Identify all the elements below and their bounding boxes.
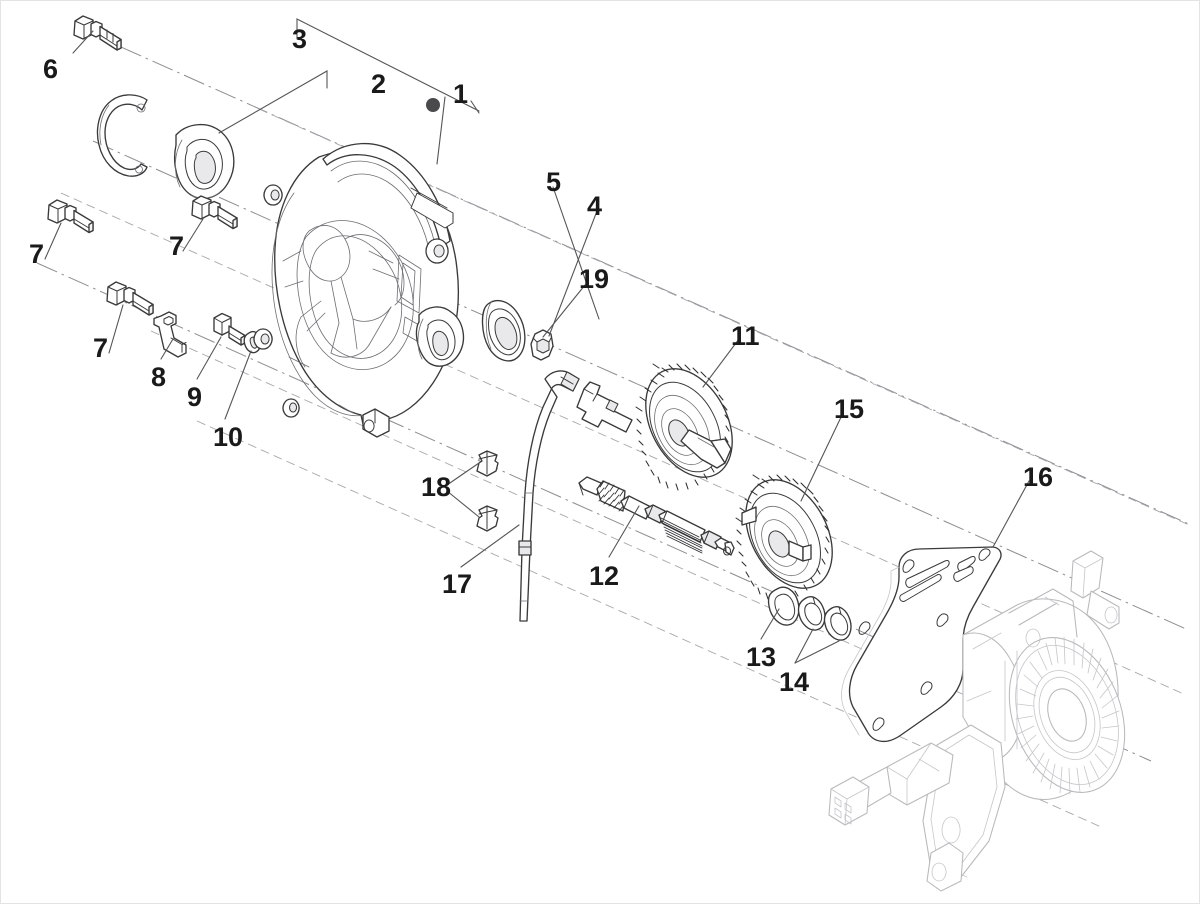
callout-9-screw[interactable]: 9	[187, 382, 203, 412]
part-7-flange-bolt-a	[47, 199, 94, 234]
callout-19-bush[interactable]: 19	[579, 264, 610, 294]
part-2-ball-bearing	[174, 124, 235, 200]
part-11-intermediate-shaft	[576, 363, 733, 491]
callout-11-intermediate-shaft-gear[interactable]: 11	[731, 321, 760, 351]
callout-16-gasket[interactable]: 16	[1023, 462, 1054, 492]
callout-15-output-gear[interactable]: 15	[834, 394, 865, 424]
part-9-screw	[213, 312, 246, 346]
callout-10-washer[interactable]: 10	[213, 422, 244, 452]
part-15-output-gear	[735, 474, 833, 602]
part-16-gasket	[841, 546, 1002, 742]
callout-1-transmission-cover[interactable]: 1	[453, 79, 469, 109]
part-17-breather-tube	[518, 370, 580, 622]
callout-7-flange-bolt-b[interactable]: 7	[169, 231, 185, 261]
leader-lines	[44, 18, 1030, 664]
part-7-flange-bolt-b	[191, 195, 238, 230]
part-6-flange-bolt	[73, 15, 122, 51]
part-13-washer	[767, 586, 800, 626]
callout-14-circlip[interactable]: 14	[779, 667, 810, 697]
part-14-circlip-b	[823, 606, 852, 641]
callout-5-ball-bearing[interactable]: 5	[546, 167, 562, 197]
part-8-retaining-plate	[153, 311, 187, 358]
callout-13-washer[interactable]: 13	[746, 642, 777, 672]
callout-2-ball-bearing[interactable]: 2	[371, 69, 387, 99]
callout-4-oil-seal[interactable]: 4	[587, 191, 603, 221]
part-3-snap-ring	[96, 94, 148, 177]
callout-6-flange-bolt[interactable]: 6	[43, 54, 59, 84]
part-14-circlip-a	[797, 596, 826, 631]
callout-7-flange-bolt-c[interactable]: 7	[93, 333, 109, 363]
callout-8-retaining-plate[interactable]: 8	[151, 362, 167, 392]
part-1-transmission-cover	[253, 142, 460, 438]
callout-7-flange-bolt-a[interactable]: 7	[29, 239, 45, 269]
callout-3-snap-ring[interactable]: 3	[292, 24, 308, 54]
part-18-hose-clip-b	[476, 505, 499, 532]
electric-motor-assembly	[828, 550, 1126, 892]
part-19-bush	[530, 329, 554, 361]
motor-fan-disc	[1008, 636, 1126, 795]
part-7-flange-bolt-c	[106, 281, 154, 316]
part-18-hose-clip-a	[476, 450, 499, 477]
part-5-ball-bearing	[415, 306, 465, 367]
callout-12-drive-pinion-shaft[interactable]: 12	[589, 561, 620, 591]
callout-17-breather-tube[interactable]: 17	[442, 569, 473, 599]
callout-18-hose-clip[interactable]: 18	[421, 472, 452, 502]
part-12-drive-pinion-shaft	[578, 476, 735, 556]
part-4-oil-seal	[481, 299, 526, 362]
